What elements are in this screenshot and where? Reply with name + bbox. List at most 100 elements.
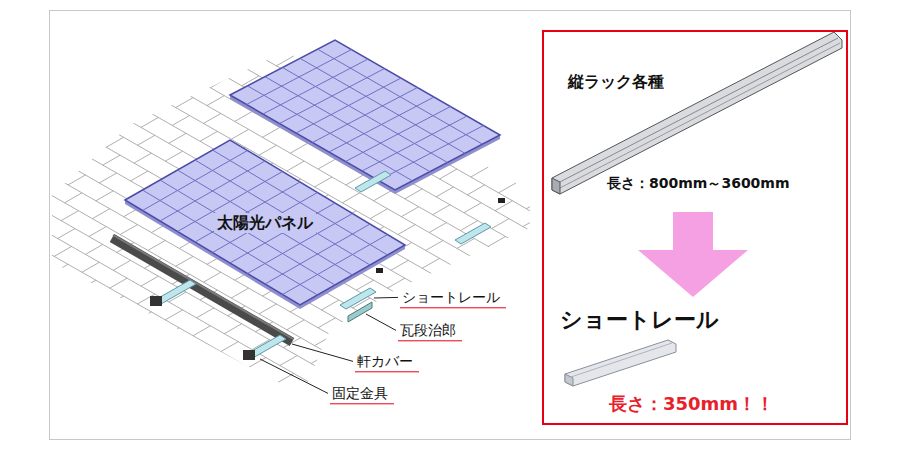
tile-edge (453, 415, 470, 425)
solar-cell-line (346, 107, 451, 162)
tile-edge (315, 336, 332, 346)
tile-edge (117, 401, 134, 411)
tile-edge (0, 427, 6, 437)
tile-edge (127, 348, 144, 358)
tile-edge (707, 381, 724, 391)
tile-edge (551, 391, 568, 401)
tile-edge (2, 356, 19, 366)
tile-edge (120, 383, 137, 393)
tile-edge (0, 268, 6, 278)
tile-edge (151, 64, 168, 74)
tile-edge (37, 336, 54, 346)
tile-edge (433, 205, 450, 215)
tile-edge (603, 282, 620, 292)
tile-edge (221, 342, 238, 352)
label-underline (355, 371, 419, 372)
tile-edge (89, 227, 106, 237)
tile-edge (433, 363, 450, 373)
tile-edge (75, 298, 92, 308)
tile-edge (537, 304, 554, 314)
solar-cell-line (296, 78, 401, 133)
tile-edge (606, 264, 623, 274)
tile-edge (523, 375, 540, 385)
solar-cell-line (283, 68, 448, 163)
tile-edge (172, 115, 189, 125)
tile-edge (346, 334, 363, 344)
tile-edge (603, 441, 620, 450)
tile-edge (738, 379, 755, 389)
callout-label: 瓦段治郎 (400, 322, 456, 339)
tile-edge (474, 308, 491, 318)
tile-edge (762, 413, 779, 423)
tile-edge (540, 445, 557, 450)
tile-edge (99, 332, 116, 342)
leader-line (366, 314, 396, 330)
tile-edge (89, 385, 106, 395)
tile-edge (0, 391, 13, 401)
tile-edge (210, 78, 227, 88)
tile-edge (33, 354, 50, 364)
tile-edge (488, 237, 505, 247)
tile-edge (471, 326, 488, 336)
label-underline (400, 307, 506, 308)
tile-edge (19, 266, 36, 276)
down-arrow (638, 212, 748, 297)
tile-edge (158, 28, 175, 38)
rail-drawings (552, 32, 842, 386)
tile-edge (370, 209, 387, 219)
tile-edge (0, 92, 9, 102)
tile-edge (82, 421, 99, 431)
tile-edge (450, 433, 467, 443)
tile-edge (0, 409, 9, 419)
tile-edge (794, 411, 811, 421)
tile-edge (217, 42, 234, 52)
tile-edge (19, 425, 36, 435)
tile-edge (460, 379, 477, 389)
tile-edge (756, 449, 773, 450)
tile-edge (96, 191, 113, 201)
tile-edge (155, 363, 172, 373)
tile-edge (262, 127, 279, 137)
tile-edge (19, 108, 36, 118)
tile-edge (58, 70, 75, 80)
tile-edge (103, 155, 120, 165)
tile-edge (485, 254, 502, 264)
tile-edge (183, 379, 200, 389)
tile-edge (40, 318, 57, 328)
tile-edge (9, 161, 26, 171)
tile-edge (308, 371, 325, 381)
tile-edge (61, 211, 78, 221)
tile-edge (610, 246, 627, 256)
tile-edge (325, 441, 342, 450)
tile-edge (65, 193, 82, 203)
tile-edge (429, 223, 446, 233)
tile-edge (450, 274, 467, 284)
tile-edge (398, 383, 415, 393)
tile-edge (346, 175, 363, 185)
tile-edge (134, 153, 151, 163)
tile-edge (662, 296, 679, 306)
tile-edge (318, 159, 335, 169)
tile-edge (328, 423, 345, 433)
tile-edge (363, 403, 380, 413)
tile-edge (804, 358, 821, 368)
tile-edge (242, 393, 259, 403)
tile-edge (165, 151, 182, 161)
tile-edge (401, 207, 418, 217)
tile-edge (506, 306, 523, 316)
tile-edge (884, 423, 900, 433)
long-rail-end (552, 178, 560, 194)
tile-edge (860, 389, 877, 399)
tile-edge (186, 44, 203, 54)
tile-edge (551, 233, 568, 243)
tile-edge (0, 127, 2, 137)
tile-edge (51, 264, 68, 274)
tile-edge (512, 429, 529, 439)
tile-edge (436, 346, 453, 356)
tile-edge (245, 58, 262, 68)
tile-edge (544, 268, 561, 278)
tile-edge (0, 215, 16, 225)
tile-edge (683, 348, 700, 358)
